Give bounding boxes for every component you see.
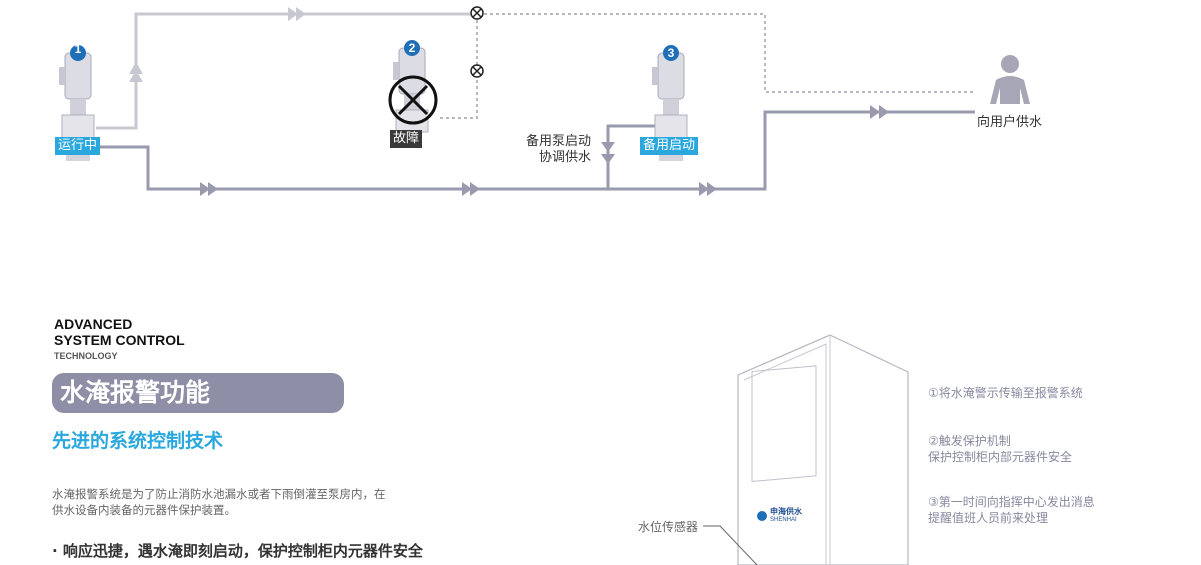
main-pipe (96, 110, 975, 191)
pump-2-number: 2 (409, 41, 416, 55)
note-3: ③第一时间向指挥中心发出消息 提醒值班人员前来处理 (928, 494, 1095, 526)
note-2-line1: ②触发保护机制 (928, 434, 1011, 448)
brand-line3: TECHNOLOGY (54, 351, 118, 361)
logo-mark-icon (757, 511, 767, 521)
pump-3-status: 备用启动 (640, 137, 699, 155)
dotted-bypass (437, 13, 975, 119)
feature-bullet: · 响应迅捷，遇水淹即刻启动，保护控制柜内元器件安全 (52, 542, 423, 560)
feature-description: 水淹报警系统是为了防止消防水池漏水或者下雨倒灌至泵房内，在供水设备内装备的元器件… (52, 487, 386, 517)
note-3-line2: 提醒值班人员前来处理 (928, 511, 1049, 525)
closed-valve-icon (470, 6, 484, 78)
note-3-line1: ③第一时间向指挥中心发出消息 (928, 495, 1095, 509)
flow-arrow-right-icon (288, 7, 298, 21)
flow-arrow-up-icon (129, 62, 143, 74)
note-1-line1: ①将水淹警示传输至报警系统 (928, 386, 1083, 400)
sensor-label: 水位传感器 (638, 520, 699, 534)
pump-2 (393, 40, 429, 133)
cabinet-logo: 申海供水 SHENHAI (757, 508, 802, 524)
pump-2-status: 故障 (390, 130, 423, 148)
user-icon (990, 55, 1030, 104)
logo-en: SHENHAI (770, 517, 797, 523)
water-flow-diagram: 1 2 3 (59, 6, 1030, 196)
flow-arrows-main (200, 105, 889, 196)
pump-1 (59, 45, 95, 161)
brand-line1: ADVANCED (54, 316, 133, 332)
pump-3-number: 3 (668, 46, 675, 60)
pump-1-status: 运行中 (55, 137, 101, 155)
backup-label-line2: 协调供水 (539, 150, 592, 165)
note-2: ②触发保护机制 保护控制柜内部元器件安全 (928, 433, 1072, 465)
feature-subtitle: 先进的系统控制技术 (52, 430, 224, 452)
brand-line2: SYSTEM CONTROL (54, 332, 185, 348)
pump-1-number: 1 (75, 42, 82, 56)
user-label: 向用户供水 (977, 115, 1043, 130)
sensor-pointer (703, 525, 758, 565)
control-cabinet (737, 334, 909, 565)
feature-title: 水淹报警功能 (52, 373, 344, 413)
note-1: ①将水淹警示传输至报警系统 (928, 385, 1083, 401)
backup-pump-label: 备用泵启动 协调供水 (526, 134, 591, 166)
backup-label-line1: 备用泵启动 (526, 134, 592, 149)
fault-x-icon (388, 75, 438, 125)
logo-cn: 申海供水 (770, 507, 802, 516)
note-2-line2: 保护控制柜内部元器件安全 (928, 450, 1073, 464)
